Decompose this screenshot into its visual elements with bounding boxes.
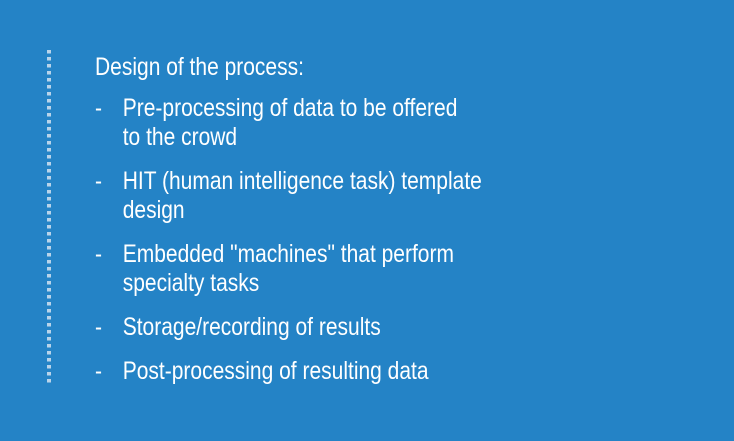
bullet-dash: - xyxy=(95,313,102,341)
bullet-dash: - xyxy=(95,94,102,122)
item-text: Storage/recording of results xyxy=(122,313,381,341)
bullet-dash: - xyxy=(95,357,102,385)
list-item: - Post-processing of resulting data xyxy=(95,357,633,386)
dotted-divider xyxy=(47,50,51,386)
slide-heading: Design of the process: xyxy=(95,53,304,81)
bullet-dash: - xyxy=(95,167,102,195)
bullet-dash: - xyxy=(95,240,102,268)
item-text: Post-processing of resulting data xyxy=(122,357,429,385)
item-text: Pre-processing of data to be offered xyxy=(122,94,458,122)
item-text: specialty tasks xyxy=(122,269,260,297)
item-text: to the crowd xyxy=(122,123,238,151)
slide-content: Design of the process: - Pre-processing … xyxy=(95,52,633,401)
item-text: design xyxy=(122,196,185,224)
item-text: Embedded "machines" that perform xyxy=(122,240,454,268)
list-item: - Storage/recording of results xyxy=(95,313,633,342)
item-text: HIT (human intelligence task) template xyxy=(122,167,482,195)
list-item: - HIT (human intelligence task) template… xyxy=(95,167,633,225)
